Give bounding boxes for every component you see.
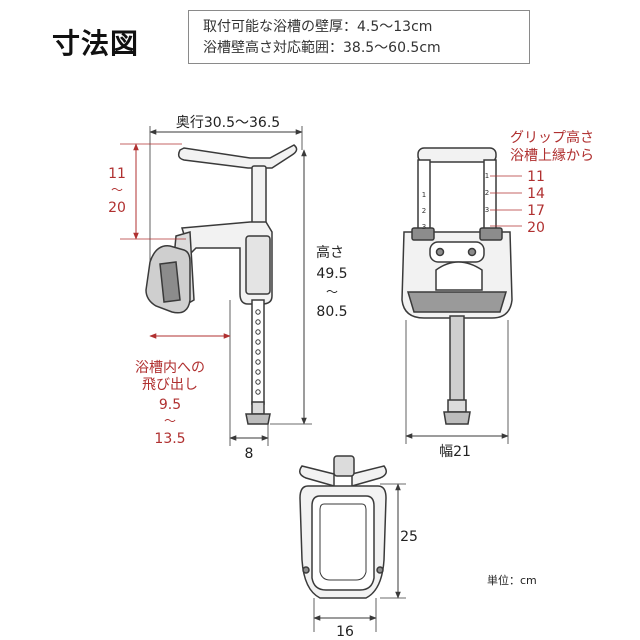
front-tread [406,291,508,313]
foot-joint [251,401,265,415]
protrusion-title-2: 飛び出し [142,377,198,393]
height-label-tilde: ～ [326,285,338,299]
top-height-label: 25 [400,529,418,545]
spec-wall-height: 浴槽壁高さ対応範囲：38.5～60.5cm [203,40,441,56]
clamp-block [245,235,271,295]
pole-mark-right-3: 3 [485,206,489,214]
protrusion-title-1: 浴槽内への [135,360,205,376]
grip-from-rim-max: 20 [108,200,126,216]
front-right-knob [479,227,503,241]
page-title: 寸法図 [52,27,140,60]
grip-height-title-2: 浴槽上縁から [510,148,594,164]
top-view [299,455,387,599]
front-width-label: 幅21 [439,444,471,460]
base-width-label: 8 [245,446,254,462]
pole-mark-1: 1 [422,191,426,199]
protrusion-max: 13.5 [154,431,185,447]
protrusion-min: 9.5 [159,397,181,413]
front-view [401,147,513,444]
height-label-max: 80.5 [316,304,347,320]
depth-label: 奥行30.5～36.5 [176,114,280,131]
front-grip-bar [417,147,497,163]
top-right-wing [351,465,387,487]
grip-height-17: 17 [527,203,545,219]
top-left-wing [299,465,335,487]
front-pole [449,315,465,403]
top-inner-rim [319,503,367,581]
pole-mark-3: 3 [422,223,426,231]
top-width-label: 16 [336,624,354,640]
pole-mark-2: 2 [422,207,426,215]
foot-cap [245,413,271,425]
side-view [145,126,312,446]
grip-height-20: 20 [527,220,545,236]
protrusion-dimension: 浴槽内への 飛び出し 9.5 ～ 13.5 [135,333,231,447]
front-window [435,261,483,291]
spec-wall-thickness: 取付可能な浴槽の壁厚：4.5～13cm [203,19,433,35]
suction-pad-face [159,261,181,303]
pole-mark-right-2: 2 [485,189,489,197]
pole-holes [255,309,261,395]
spec-box: 取付可能な浴槽の壁厚：4.5～13cm 浴槽壁高さ対応範囲：38.5～60.5c… [188,10,530,64]
grip-from-rim-dimension: 11 ～ 20 [108,143,186,240]
top-center-knob [333,455,355,477]
grip-height-legend [490,175,522,227]
height-label-min: 49.5 [316,266,347,282]
front-left-knob [411,227,435,241]
protrusion-tilde: ～ [164,414,176,428]
unit-label: 単位：cm [487,574,537,587]
grip-height-11: 11 [527,169,545,185]
height-label-title: 高さ [316,244,344,261]
grip-from-rim-tilde: ～ [111,183,123,197]
front-foot [443,411,471,425]
grip-height-title-1: グリップ高さ [510,129,594,146]
grip-height-14: 14 [527,186,545,202]
grip-from-rim-min: 11 [108,166,126,182]
grip-handle [177,144,298,169]
pole-mark-right-1: 1 [485,172,489,180]
